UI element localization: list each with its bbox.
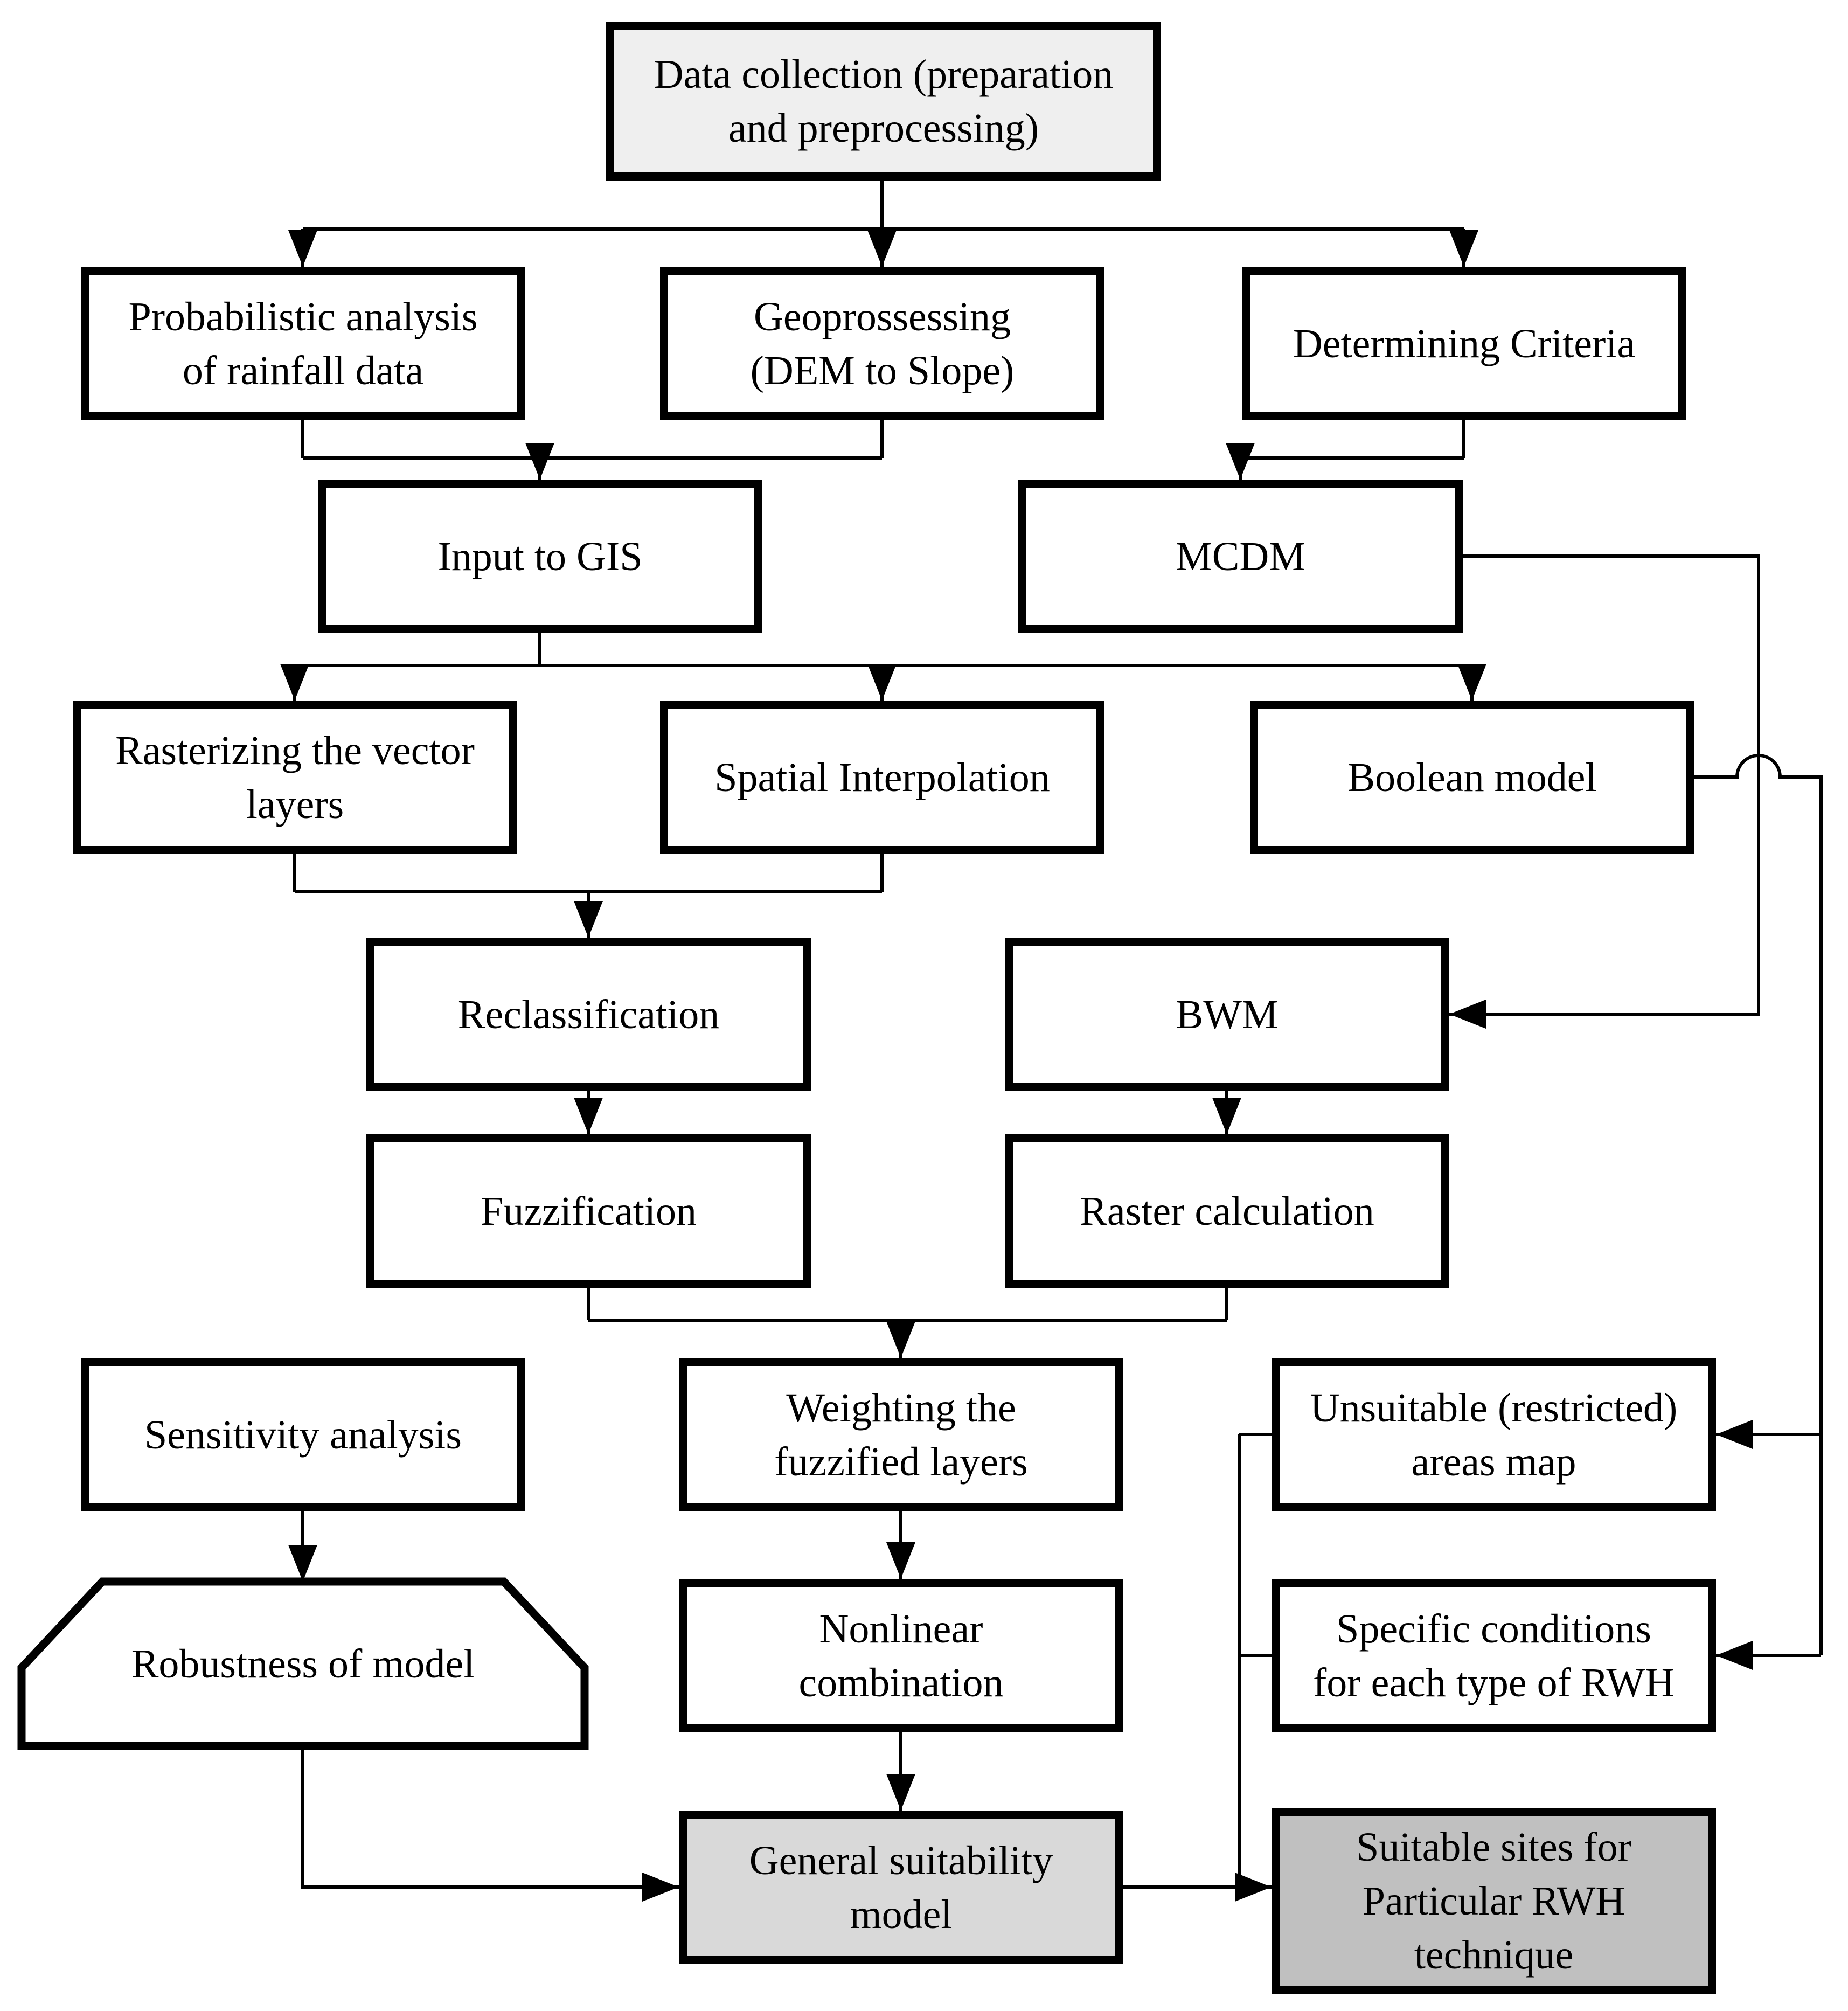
arrowhead [886, 1774, 915, 1811]
node-raster-calculation: Raster calculation [1005, 1134, 1449, 1288]
arrowhead [642, 1873, 679, 1902]
arrowhead [1449, 230, 1478, 267]
arrowhead [867, 230, 897, 267]
node-robustness-of-model: Robustness of model [131, 1641, 475, 1687]
arrowhead [1716, 1420, 1753, 1449]
arrowhead [867, 664, 897, 701]
edge-datacollection-fanout [301, 181, 1465, 267]
arrowhead [886, 1542, 915, 1579]
arrowhead [1226, 443, 1255, 480]
edge-merge-weighting [587, 1288, 1228, 1358]
edge-merge-reclassification [293, 854, 884, 938]
arrowhead [574, 1098, 603, 1134]
edge-merge-input-to-gis [301, 420, 884, 480]
node-probabilistic-analysis: Probabilistic analysis of rainfall data [81, 267, 525, 420]
arrowhead [574, 901, 603, 938]
node-data-collection: Data collection (preparation and preproc… [606, 22, 1161, 181]
edge-criteria-mcdm [1239, 420, 1465, 480]
arrowhead [1457, 664, 1486, 701]
node-bwm: BWM [1005, 938, 1449, 1091]
node-geoprocessing: Geoprossessing (DEM to Slope) [660, 267, 1104, 420]
edge-mcdm-bwm [1449, 554, 1760, 1016]
arrowheads [280, 230, 1753, 1902]
node-weighting-fuzzified: Weighting the fuzzified layers [679, 1358, 1123, 1511]
arrowhead [1716, 1641, 1753, 1670]
edge-robustness-general [301, 1746, 679, 1889]
arrowhead [280, 664, 309, 701]
node-determining-criteria: Determining Criteria [1242, 267, 1686, 420]
node-spatial-interpolation: Spatial Interpolation [660, 701, 1104, 854]
node-unsuitable-areas-map: Unsuitable (restricted) areas map [1272, 1358, 1716, 1511]
arrowhead [886, 1321, 915, 1358]
node-rasterizing-vector: Rasterizing the vector layers [73, 701, 517, 854]
node-input-to-gis: Input to GIS [318, 480, 762, 633]
edge-leftjoin-suitable [1238, 1433, 1272, 1887]
node-fuzzification: Fuzzification [366, 1134, 811, 1288]
node-general-suitability: General suitability model [679, 1811, 1123, 1964]
edge-boolean-routing [1694, 754, 1823, 1655]
node-boolean-model: Boolean model [1250, 701, 1694, 854]
node-mcdm: MCDM [1018, 480, 1463, 633]
arrowhead [288, 1545, 317, 1582]
arrowhead [288, 230, 317, 267]
robustness-shape-outline [17, 1577, 589, 1750]
arrowhead [1212, 1098, 1241, 1134]
arrowhead [525, 443, 554, 480]
arrowhead [1449, 1000, 1486, 1029]
arrowhead [1235, 1873, 1272, 1902]
node-suitable-sites: Suitable sites for Particular RWH techni… [1272, 1808, 1716, 1994]
node-reclassification: Reclassification [366, 938, 811, 1091]
node-sensitivity-analysis: Sensitivity analysis [81, 1358, 525, 1511]
node-nonlinear-combination: Nonlinear combination [679, 1579, 1123, 1732]
node-specific-conditions: Specific conditions for each type of RWH [1272, 1579, 1716, 1732]
